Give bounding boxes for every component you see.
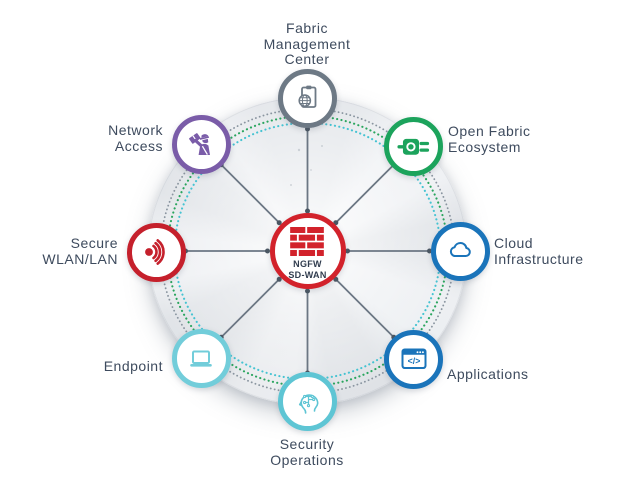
code-glyph: </>: [407, 356, 420, 366]
hub-label: NGFW SD-WAN: [288, 259, 327, 280]
code-window-icon: </>: [401, 348, 426, 369]
node-cloud-infrastructure: [430, 221, 490, 281]
power-plug-icon: [397, 138, 430, 155]
node-network-access: [171, 115, 231, 174]
hub-content: NGFW SD-WAN: [288, 222, 326, 280]
node-fabric-management-center: [278, 68, 337, 128]
spokes: [185, 129, 430, 373]
label-security-operations: Security Operations: [270, 436, 344, 468]
node-security-operations: [278, 372, 337, 431]
node-secure-wlan-lan: [126, 222, 186, 282]
node-endpoint: [171, 329, 231, 388]
security-officer-icon: [189, 132, 210, 155]
speckles: [290, 145, 323, 186]
label-fabric-management-center: Fabric Management Center: [263, 20, 351, 67]
label-endpoint: Endpoint: [103, 358, 163, 374]
laptop-icon: [190, 350, 212, 367]
clipboard-globe-icon: [297, 85, 316, 108]
firewall-bricks-icon: [290, 227, 325, 256]
label-applications: Applications: [447, 366, 529, 382]
label-cloud-infrastructure: Cloud Infrastructure: [494, 235, 584, 267]
node-ngfw-sd-wan: NGFW SD-WAN: [269, 213, 346, 289]
label-network-access: Network Access: [108, 122, 163, 154]
cloud-icon: [449, 242, 471, 257]
wireless-signal-icon: [145, 239, 165, 265]
label-secure-wlan-lan: Secure WLAN/LAN: [42, 235, 118, 267]
brain-circuit-icon: [298, 393, 318, 414]
node-applications: </>: [384, 329, 443, 389]
label-open-fabric-ecosystem: Open Fabric Ecosystem: [448, 123, 531, 155]
node-open-fabric-ecosystem: [384, 117, 443, 176]
